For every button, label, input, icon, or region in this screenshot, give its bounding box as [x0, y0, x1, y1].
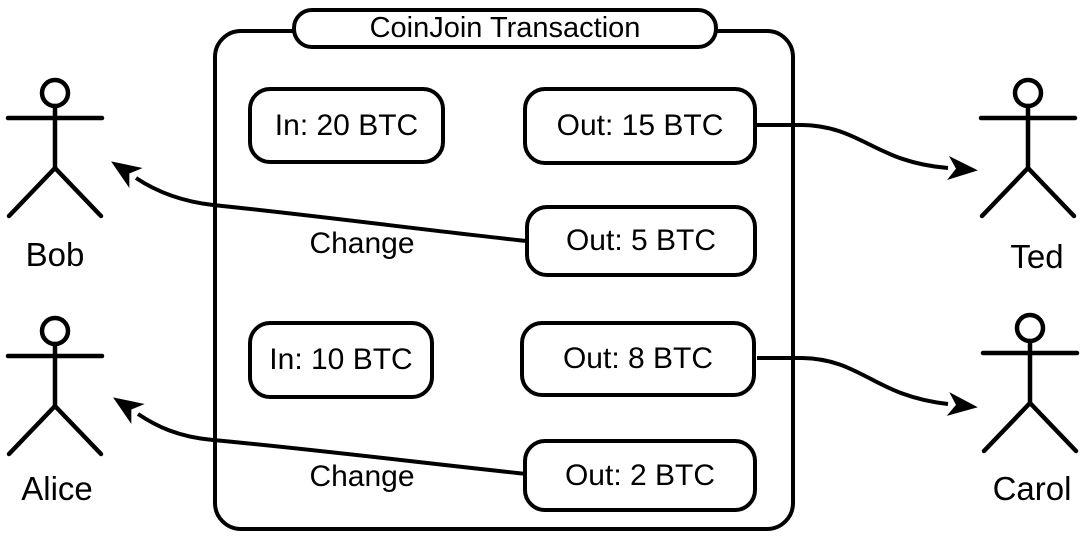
output-box-5btc: Out: 5 BTC	[525, 205, 757, 277]
output-box-2btc: Out: 2 BTC	[523, 439, 757, 512]
output-box-15btc: Out: 15 BTC	[523, 87, 757, 165]
diagram-title: CoinJoin Transaction	[292, 8, 718, 49]
stick-figure-icon	[980, 312, 1080, 454]
stick-figure-icon	[5, 77, 105, 219]
person-label-bob: Bob	[25, 236, 85, 273]
output-box-2btc-label: Out: 2 BTC	[564, 458, 716, 492]
person-label-alice: Alice	[21, 470, 93, 507]
input-box-20btc-label: In: 20 BTC	[274, 108, 419, 142]
person-label-carol: Carol	[992, 470, 1072, 507]
output-box-15btc-label: Out: 15 BTC	[556, 109, 724, 142]
stick-figure-icon	[5, 315, 105, 457]
output-box-8btc: Out: 8 BTC	[520, 321, 756, 397]
output-box-5btc-label: Out: 5 BTC	[565, 224, 717, 257]
output-box-8btc-label: Out: 8 BTC	[562, 342, 714, 375]
change-annotation-top: Change	[309, 227, 415, 260]
diagram-title-text: CoinJoin Transaction	[369, 12, 641, 44]
input-box-20btc: In: 20 BTC	[248, 87, 445, 164]
input-box-10btc-label: In: 10 BTC	[269, 343, 413, 376]
person-ted	[975, 77, 1080, 224]
person-bob	[2, 77, 108, 224]
person-carol	[977, 312, 1080, 459]
change-annotation-bottom: Change	[309, 460, 415, 493]
person-label-ted: Ted	[1010, 238, 1064, 275]
stick-figure-icon	[978, 77, 1078, 219]
input-box-10btc: In: 10 BTC	[248, 321, 434, 399]
person-alice	[2, 315, 108, 462]
